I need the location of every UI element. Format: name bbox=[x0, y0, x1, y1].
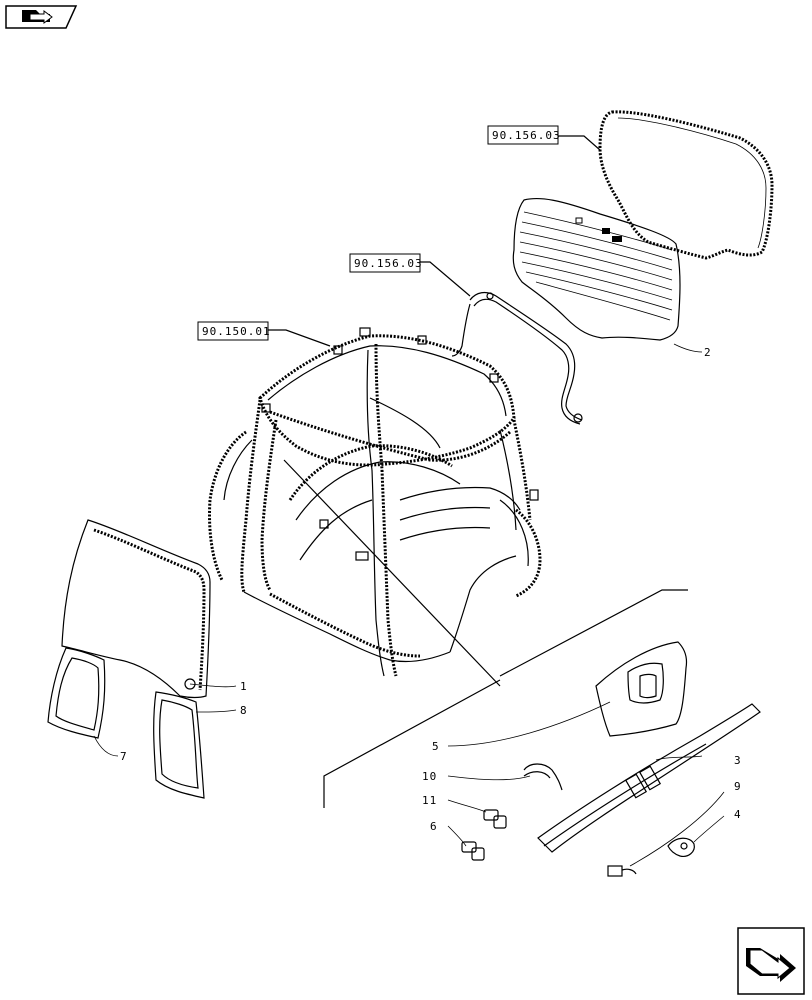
callout-7: 7 bbox=[120, 750, 128, 763]
cab-harness bbox=[451, 291, 583, 425]
callout-8: 8 bbox=[240, 704, 248, 717]
clip-part-9 bbox=[607, 865, 637, 877]
trim-strip bbox=[537, 703, 761, 853]
svg-text:90.156.03: 90.156.03 bbox=[354, 257, 423, 270]
callout-4: 4 bbox=[734, 808, 742, 821]
clip-part-4 bbox=[667, 837, 695, 857]
next-page-arrow-icon[interactable] bbox=[737, 927, 805, 995]
cover-part-5 bbox=[595, 641, 688, 737]
callout-2: 2 bbox=[704, 346, 712, 359]
plug-part-6 bbox=[461, 841, 485, 861]
svg-text:90.150.01: 90.150.01 bbox=[202, 325, 271, 338]
reference-middle[interactable]: 90.156.03 bbox=[349, 253, 471, 297]
cable-part-10 bbox=[523, 763, 563, 791]
rear-window-glass bbox=[512, 197, 681, 341]
rear-window-seal bbox=[598, 110, 774, 260]
callout-11: 11 bbox=[422, 794, 437, 807]
callout-1: 1 bbox=[240, 680, 248, 693]
callout-6: 6 bbox=[430, 820, 438, 833]
section-lines bbox=[283, 459, 688, 808]
callout-9: 9 bbox=[734, 780, 742, 793]
folder-arrow-icon[interactable] bbox=[5, 5, 78, 29]
callout-5: 5 bbox=[432, 740, 440, 753]
cab-frame bbox=[208, 327, 542, 677]
front-windscreen bbox=[61, 519, 211, 699]
callout-10: 10 bbox=[422, 770, 437, 783]
callout-3: 3 bbox=[734, 754, 742, 767]
reference-top[interactable]: 90.156.03 bbox=[487, 125, 601, 151]
side-gasket-left bbox=[47, 647, 106, 739]
reference-left[interactable]: 90.150.01 bbox=[197, 321, 331, 347]
side-gasket-right bbox=[153, 691, 205, 799]
callout-leaders bbox=[93, 343, 725, 867]
plug-part-11 bbox=[483, 809, 507, 829]
svg-text:90.156.03: 90.156.03 bbox=[492, 129, 561, 142]
